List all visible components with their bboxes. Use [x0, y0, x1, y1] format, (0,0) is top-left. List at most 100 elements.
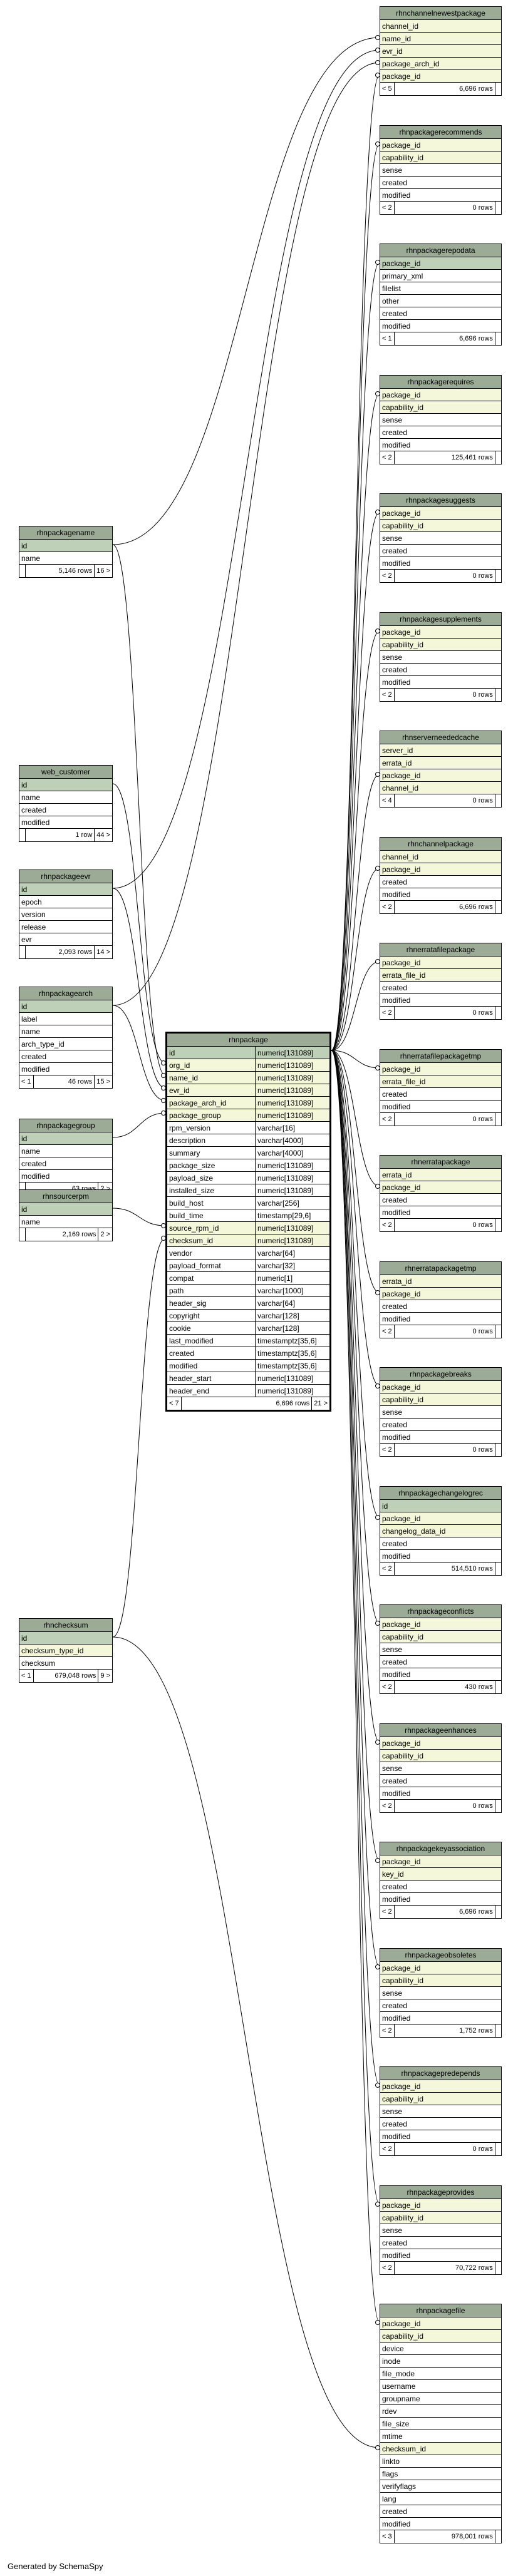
- table-title[interactable]: rhnsourcerpm: [19, 1190, 112, 1203]
- parent-count[interactable]: < 2: [380, 2024, 395, 2037]
- child-count[interactable]: 21 >: [314, 1400, 328, 1407]
- child-count[interactable]: [495, 202, 501, 214]
- parent-count[interactable]: [19, 1228, 26, 1241]
- child-count[interactable]: [495, 1444, 501, 1456]
- table-title[interactable]: rhnpackagebreaks: [380, 1368, 501, 1381]
- parent-count[interactable]: < 2: [380, 1219, 395, 1231]
- child-count[interactable]: [495, 332, 501, 345]
- child-count[interactable]: [495, 2143, 501, 2155]
- table-title[interactable]: rhnpackagerequires: [380, 376, 501, 389]
- parent-count[interactable]: < 2: [380, 1906, 395, 1918]
- parent-count[interactable]: < 1: [380, 332, 395, 345]
- parent-count[interactable]: < 2: [380, 1563, 395, 1575]
- parent-count[interactable]: [19, 946, 26, 958]
- table-title[interactable]: rhnpackageconflicts: [380, 1605, 501, 1618]
- parent-count[interactable]: < 4: [380, 794, 395, 807]
- child-count[interactable]: [495, 1800, 501, 1812]
- table-title[interactable]: rhnserverneededcache: [380, 731, 501, 744]
- parent-count[interactable]: < 2: [380, 1681, 395, 1693]
- parent-count[interactable]: < 2: [380, 2262, 395, 2274]
- table-title[interactable]: rhnpackagepredepends: [380, 2067, 501, 2080]
- table-title[interactable]: rhnpackagearch: [19, 987, 112, 1000]
- child-count[interactable]: [495, 83, 501, 95]
- child-count[interactable]: 15 >: [96, 1078, 110, 1085]
- parent-count[interactable]: < 2: [380, 901, 395, 913]
- child-count[interactable]: 16 >: [96, 567, 110, 575]
- child-count[interactable]: 9 >: [100, 1672, 110, 1680]
- table-title[interactable]: rhnpackageenhances: [380, 1724, 501, 1737]
- child-count[interactable]: [495, 794, 501, 807]
- child-count[interactable]: [495, 570, 501, 582]
- child-count[interactable]: [495, 451, 501, 464]
- child-count[interactable]: [495, 1563, 501, 1575]
- parent-count[interactable]: < 2: [380, 1444, 395, 1456]
- table-title[interactable]: rhnchecksum: [19, 1619, 112, 1632]
- parent-count[interactable]: < 2: [380, 689, 395, 701]
- child-count[interactable]: [495, 2262, 501, 2274]
- parent-count[interactable]: < 7: [167, 1397, 182, 1410]
- table-title[interactable]: rhnpackagesuggests: [380, 494, 501, 507]
- child-count[interactable]: [495, 1219, 501, 1231]
- table-title[interactable]: rhnchannelpackage: [380, 838, 501, 851]
- table-title[interactable]: rhnpackagename: [19, 526, 112, 540]
- table-title[interactable]: rhnerratapackage: [380, 1156, 501, 1169]
- table-title[interactable]: rhnpackagefile: [380, 2304, 501, 2317]
- parent-count[interactable]: < 2: [380, 2143, 395, 2155]
- parent-count[interactable]: [19, 1183, 26, 1195]
- parent-count[interactable]: < 2: [380, 1800, 395, 1812]
- child-count[interactable]: [495, 1906, 501, 1918]
- parent-count[interactable]: < 2: [380, 202, 395, 214]
- table-title[interactable]: rhnerratafilepackage: [380, 943, 501, 957]
- child-count[interactable]: [495, 689, 501, 701]
- parent-count[interactable]: < 2: [380, 451, 395, 464]
- parent-count[interactable]: [19, 829, 26, 841]
- table-title[interactable]: rhnpackageevr: [19, 870, 112, 883]
- table-title[interactable]: rhnpackageprovides: [380, 2186, 501, 2199]
- table-title[interactable]: rhnpackagechangelogrec: [380, 1487, 501, 1500]
- child-count[interactable]: [495, 2024, 501, 2037]
- child-count[interactable]: 44 >: [96, 831, 110, 839]
- table-title[interactable]: rhnpackageobsoletes: [380, 1949, 501, 1962]
- parent-count[interactable]: < 3: [380, 2530, 395, 2543]
- table-title[interactable]: rhnpackagerecommends: [380, 126, 501, 139]
- parent-count[interactable]: < 2: [380, 1113, 395, 1126]
- parent-count[interactable]: < 1: [19, 1670, 34, 1682]
- parent-count[interactable]: < 5: [380, 83, 395, 95]
- child-count[interactable]: [495, 2530, 501, 2543]
- table-title[interactable]: rhnerratapackagetmp: [380, 1262, 501, 1275]
- parent-count[interactable]: < 2: [380, 1007, 395, 1019]
- table-title[interactable]: rhnpackagerepodata: [380, 244, 501, 257]
- table-title[interactable]: rhnpackage: [167, 1034, 329, 1047]
- table-title[interactable]: web_customer: [19, 766, 112, 779]
- table-title[interactable]: rhnchannelnewestpackage: [380, 7, 501, 20]
- table-title[interactable]: rhnerratafilepackagetmp: [380, 1050, 501, 1063]
- child-count[interactable]: [495, 1325, 501, 1338]
- child-count[interactable]: 14 >: [96, 948, 110, 956]
